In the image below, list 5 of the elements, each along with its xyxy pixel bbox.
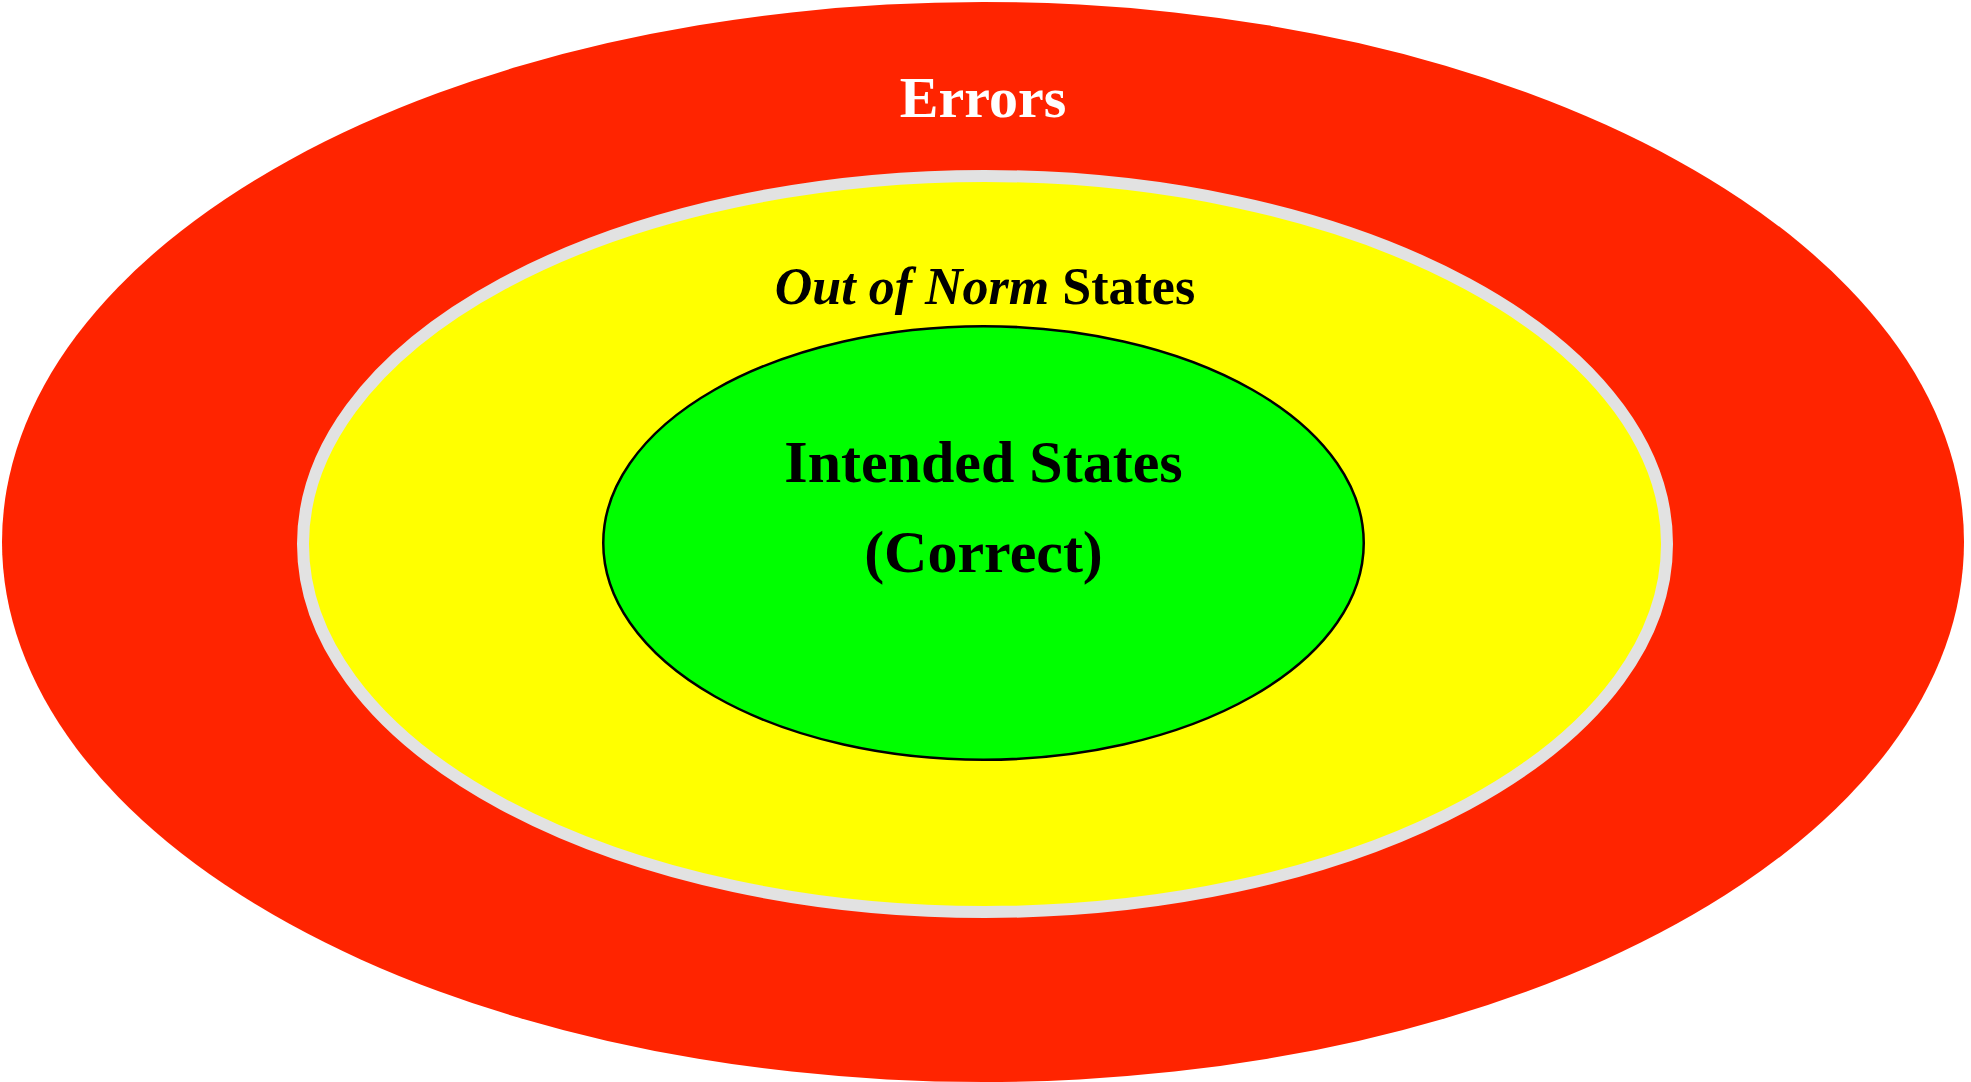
ellipse-region [602, 325, 1365, 761]
ellipse-region [297, 170, 1673, 918]
region-title: Errors [899, 64, 1067, 132]
region-title: Intended States (Correct) [783, 428, 1184, 587]
region-title: Out of Norm States [774, 257, 1196, 317]
